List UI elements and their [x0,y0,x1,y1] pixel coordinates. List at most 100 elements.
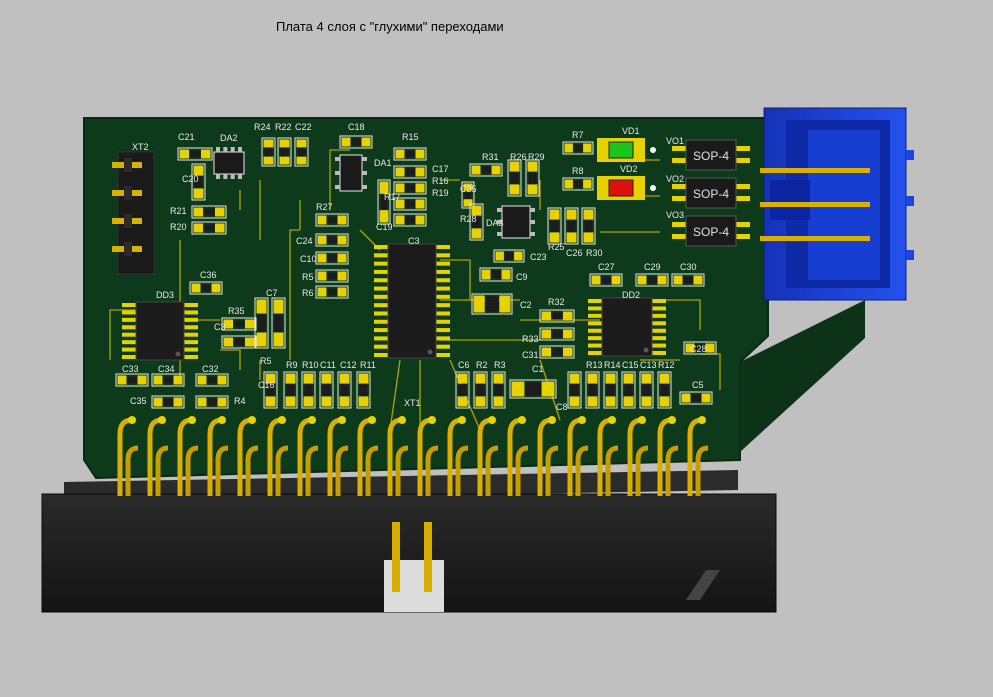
silk-label: C1 [532,364,544,374]
component-r22 [277,137,292,167]
silk-label: R5 [302,272,314,282]
component-r2 [473,371,488,409]
component-r30 [581,207,596,245]
trace [660,299,701,330]
silk-label: R31 [482,152,499,162]
component-r21 [191,205,227,219]
component-c32 [195,373,229,387]
component-c27 [589,273,623,287]
silk-label: R14 [604,360,621,370]
silk-label: C25 [460,184,477,194]
component-c18 [339,135,373,149]
component-c15 [621,371,636,409]
caption-title: Плата 4 слоя с "глухими" переходами [276,19,504,34]
optocoupler-vo3: SOP-4 [672,215,750,247]
component-c22 [294,137,309,167]
ic-dd1 [374,243,450,359]
trace [389,359,401,431]
silk-label: C10 [300,254,317,264]
silk-label: C23 [530,252,547,262]
component-c19 [393,213,427,227]
silk-label: DD2 [622,290,640,300]
component-c26 [564,207,579,245]
component-r13 [585,371,600,409]
silk-label: C6 [458,360,470,370]
silk-label: R19 [432,188,449,198]
silk-label: R22 [275,122,292,132]
bottom-connector-pins [117,416,709,496]
silk-label: C18 [348,122,365,132]
component-r14 [603,371,618,409]
silk-label: C20 [182,174,199,184]
component-c34 [151,373,185,387]
component-c10 [315,251,349,265]
component-r19 [393,197,427,211]
component-c20 [191,163,206,201]
component-c8 [567,371,582,409]
component-r20 [191,221,227,235]
silk-label: C32 [202,364,219,374]
component-c30 [671,273,705,287]
pcb-board-bevel [740,300,865,452]
silk-label: R10 [302,360,319,370]
component-r10 [301,371,316,409]
component-c3 [221,335,257,349]
led-vd2 [597,176,656,200]
silk-label: C3 [214,322,226,332]
component-c31 [539,345,575,359]
silk-label: VO3 [666,210,684,220]
silk-label: R7 [572,130,584,140]
component-c33 [115,373,149,387]
silk-label: C30 [680,262,697,272]
silk-label: C15 [622,360,639,370]
component-r29 [525,159,540,197]
optocoupler-package-label: SOP-4 [693,225,729,239]
silk-label: R12 [658,360,675,370]
silk-label: R32 [548,297,565,307]
trace [289,229,300,360]
component-c2 [471,293,513,315]
silk-label: R21 [170,206,187,216]
silk-label: R5 [260,356,272,366]
silk-label: C8 [556,402,568,412]
silk-label: DA3 [486,218,504,228]
component-c13 [639,371,654,409]
silk-label: C27 [598,262,615,272]
right-idc-connector [760,107,914,301]
component-c25 [461,181,475,209]
silk-label: R28 [460,214,477,224]
component-c28 [683,341,717,355]
component-da2 [213,147,245,179]
component-r3 [491,371,506,409]
silk-label: R30 [586,248,603,258]
silk-label: C34 [158,364,175,374]
component-r5 [315,269,349,283]
component-c4 [271,297,286,349]
component-c9 [479,267,513,282]
component-da3 [497,205,535,239]
silk-label: R3 [494,360,506,370]
silk-label: C21 [178,132,195,142]
led-vd1 [597,138,656,162]
silk-label: R11 [360,360,376,370]
silk-label: XT1 [404,398,421,408]
component-r31 [469,163,503,177]
silk-label: C19 [376,222,393,232]
component-c1 [509,379,557,399]
component-r25 [547,207,562,245]
silk-label: C11 [320,360,336,370]
silk-label: R8 [572,166,584,176]
component-r17 [377,179,391,225]
component-r11 [356,371,371,409]
component-r6 [315,285,349,299]
component-r16 [393,181,427,195]
silk-label: C9 [516,272,528,282]
trace [440,259,471,300]
silk-label: XT2 [132,142,149,152]
silk-label: R9 [286,360,298,370]
silk-label: C33 [122,364,139,374]
silk-label: R13 [586,360,603,370]
silk-label: R6 [302,288,314,298]
